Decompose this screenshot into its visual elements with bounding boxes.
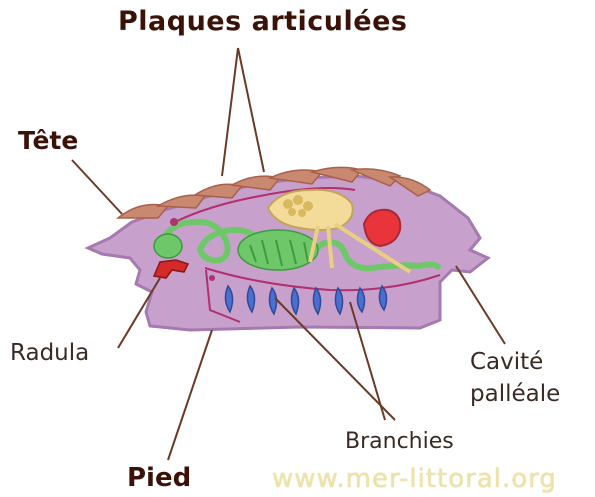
mouth-dot bbox=[170, 218, 178, 226]
label-cavite-palleale: Cavité palléale bbox=[470, 346, 560, 410]
watermark-site: www.mer-littoral.org bbox=[272, 464, 557, 494]
label-cavite-line1: Cavité bbox=[470, 346, 560, 378]
leader-cavite bbox=[456, 266, 505, 344]
nerve-ganglion bbox=[209, 275, 215, 281]
label-tete: Tête bbox=[18, 126, 78, 155]
mouth-gland bbox=[154, 234, 182, 258]
leader-pied bbox=[168, 330, 212, 460]
heart bbox=[364, 210, 400, 246]
label-cavite-line2: palléale bbox=[470, 378, 560, 410]
leader-plaques-right bbox=[238, 48, 264, 172]
label-pied: Pied bbox=[127, 463, 191, 493]
label-branchies: Branchies bbox=[345, 429, 454, 454]
leader-tete bbox=[72, 160, 122, 214]
leader-plaques-left bbox=[222, 48, 238, 176]
label-radula: Radula bbox=[10, 340, 89, 366]
label-plaques-articulees: Plaques articulées bbox=[118, 6, 407, 37]
